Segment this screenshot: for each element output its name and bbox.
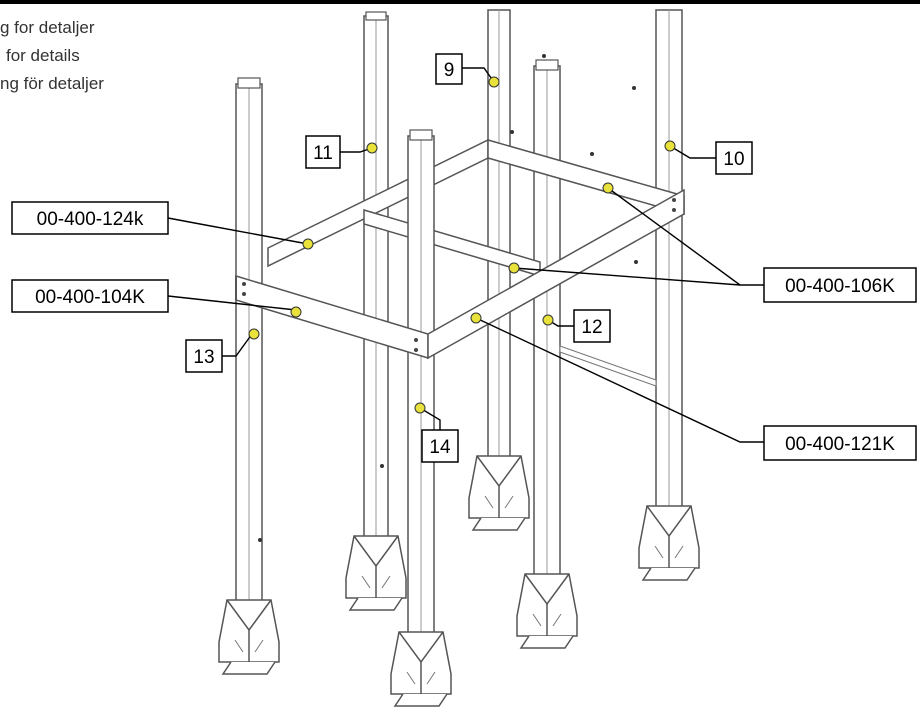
svg-text:13: 13 [193, 347, 214, 368]
post-middle-right [533, 59, 561, 597]
marker-124k [302, 238, 314, 250]
marker-121k [470, 312, 482, 324]
marker-14 [414, 402, 426, 414]
foot-front-left [218, 599, 280, 675]
post-back-left [363, 11, 389, 577]
marker-12 [542, 314, 554, 326]
top-border [0, 0, 920, 4]
marker-104k [290, 306, 302, 318]
post-back-right [655, 9, 683, 531]
marker-106k-b [508, 262, 520, 274]
svg-text:00-400-121K: 00-400-121K [785, 434, 895, 455]
callout-00-400-104k: 00-400-104K [11, 279, 169, 313]
callout-00-400-121k: 00-400-121K [763, 425, 917, 461]
marker-10 [664, 140, 676, 152]
foot-back-left [345, 535, 407, 611]
svg-text:9: 9 [444, 60, 455, 81]
marker-106k-a [602, 182, 614, 194]
svg-text:11: 11 [313, 143, 333, 164]
foot-front-center [390, 631, 452, 707]
svg-text:00-400-104K: 00-400-104K [35, 287, 145, 308]
svg-text:00-400-106K: 00-400-106K [785, 276, 895, 297]
callout-14: 14 [421, 429, 459, 463]
svg-text:00-400-124k: 00-400-124k [37, 209, 144, 230]
note-line-3: ng för detaljer [0, 74, 104, 93]
callout-00-400-106k: 00-400-106K [763, 267, 917, 303]
callout-13: 13 [185, 339, 223, 373]
marker-13 [248, 328, 260, 340]
bolt-dots [258, 54, 638, 542]
lower-brace [559, 345, 657, 387]
note-line-1: g for detaljer [0, 18, 95, 37]
post-front-left [235, 77, 263, 625]
callout-00-400-124k: 00-400-124k [11, 201, 169, 235]
callout-12: 12 [573, 309, 611, 343]
svg-text:10: 10 [723, 149, 744, 170]
markers [248, 76, 676, 414]
marker-9 [488, 76, 500, 88]
callout-9: 9 [435, 53, 463, 85]
foot-middle-right [516, 573, 578, 649]
post-front-center [407, 129, 435, 657]
callout-10: 10 [715, 141, 753, 175]
frame-front-beams [235, 188, 685, 360]
marker-11 [366, 142, 378, 154]
foot-back-right [638, 505, 700, 581]
svg-text:14: 14 [429, 437, 451, 458]
svg-text:12: 12 [581, 317, 602, 338]
callout-11: 11 [305, 135, 341, 169]
note-line-2: for details [6, 46, 80, 65]
foot-back-center [468, 455, 530, 531]
